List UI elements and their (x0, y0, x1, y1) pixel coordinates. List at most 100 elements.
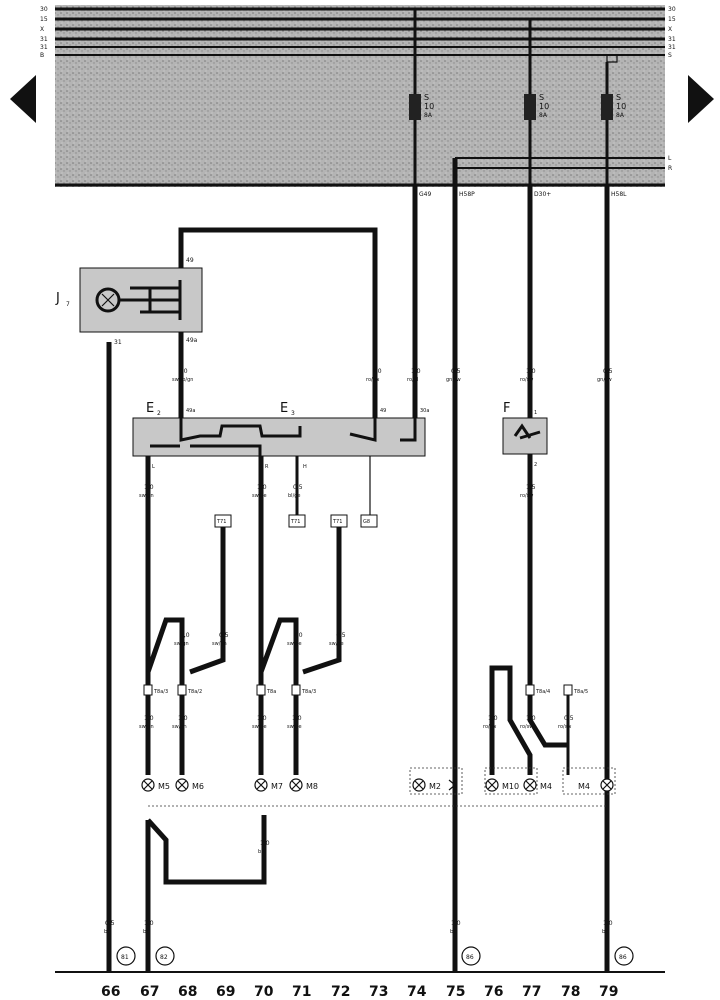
ref-box: G8 (360, 514, 378, 528)
wire-size: 1,0 (257, 484, 267, 491)
svg-text:T8a/3: T8a/3 (301, 689, 316, 695)
bus-lines (55, 7, 665, 187)
wire-size: 1,0 (526, 715, 536, 722)
lamp-housing-dashed (484, 767, 538, 795)
track-number: 76 (484, 984, 503, 1000)
ref-box: T71 (214, 514, 232, 528)
wire-size: 1,0 (257, 715, 267, 722)
wire-color: sw/gn (172, 724, 187, 730)
bus-label: 15 (668, 16, 676, 23)
wire-color: sw/ge (287, 724, 302, 730)
bus-label: X (668, 26, 672, 33)
fuse-label: 10 (616, 102, 626, 111)
previous-page-arrow-icon[interactable] (10, 75, 36, 123)
fuse-label: S (616, 93, 621, 102)
wire-size: 1,0 (144, 920, 154, 927)
connector: T8a (256, 684, 276, 696)
wire-size: 1,0 (451, 920, 461, 927)
ground-point-81: 81 (116, 946, 136, 966)
track-number: 72 (331, 984, 350, 1000)
wire-size: 1,5 (526, 484, 536, 491)
fuse-label: S (424, 93, 429, 102)
fuse-74: S 10 8A (409, 9, 434, 185)
terminal-label: 30a (420, 408, 429, 414)
ground-icon (116, 946, 136, 966)
lamp-m2: M2 (412, 778, 441, 792)
wire-color: sw/gn (174, 641, 189, 647)
track-number: 68 (178, 984, 197, 1000)
svg-text:M4: M4 (540, 782, 552, 791)
wire-size: 1,0 (372, 368, 382, 375)
wire-size: 0,5 (336, 632, 346, 639)
svg-text:82: 82 (160, 954, 168, 961)
ref-box: T71 (288, 514, 306, 528)
wire-size: 1,0 (293, 632, 303, 639)
wire-color: sw/gn (139, 724, 154, 730)
terminal-label: 49 (380, 408, 386, 414)
svg-text:G8: G8 (363, 519, 370, 525)
bus-label: 30 (668, 6, 676, 13)
track-number: 66 (101, 984, 120, 1000)
bus-label: R (668, 165, 672, 172)
wire-color: sw/gn (139, 493, 154, 499)
footer-track-numbers: 66 67 68 69 70 71 72 73 74 75 76 77 78 7… (101, 984, 618, 1000)
svg-text:M6: M6 (192, 782, 204, 791)
track-number: 69 (216, 984, 235, 1000)
track-number: 71 (292, 984, 311, 1000)
terminal-label: 49a (186, 337, 198, 344)
svg-text:81: 81 (121, 954, 129, 961)
fuse-label: 10 (424, 102, 434, 111)
fuse-label: 8A (616, 112, 625, 119)
svg-text:T8a/2: T8a/2 (187, 689, 202, 695)
wire-size: 1,0 (488, 715, 498, 722)
svg-text:T8a/4: T8a/4 (535, 689, 550, 695)
wire-color: sw/gn (212, 641, 227, 647)
wire-color: gn/sw (446, 377, 461, 383)
lamp-m6: M6 (175, 778, 204, 792)
svg-text:M7: M7 (271, 782, 283, 791)
connector: T8a/3 (143, 684, 168, 696)
wire-color: ro/sw (520, 493, 533, 499)
wire-color: ro/sw (558, 724, 571, 730)
track-number: 77 (522, 984, 541, 1000)
ground-point-82: 82 (155, 946, 175, 966)
ground-icon (614, 946, 634, 966)
svg-text:T71: T71 (290, 519, 300, 525)
wire-size: 1,0 (144, 715, 154, 722)
wire-color: sw/ge (329, 641, 344, 647)
terminal-label: H58P (459, 191, 475, 198)
component-sub: 7 (66, 301, 70, 308)
wire-size: 0,5 (564, 715, 574, 722)
component-label: F (503, 401, 510, 416)
wire-size: 1,0 (292, 715, 302, 722)
lamp-m5: M5 (141, 778, 170, 792)
connector: T8a/4 (525, 684, 550, 696)
track-number: 79 (599, 984, 618, 1000)
wire-color: ro/bl (407, 377, 418, 383)
terminal-label: 49 (186, 257, 194, 264)
fuse-77: S 10 8A (524, 19, 549, 185)
svg-text:M4: M4 (578, 782, 590, 791)
wire-size: 1,0 (178, 715, 188, 722)
terminal-label: D30+ (534, 191, 551, 198)
bus-label: 31 (40, 44, 48, 51)
wire-size: 1,0 (603, 920, 613, 927)
svg-text:M2: M2 (429, 782, 441, 791)
bus-labels-right: 30 15 X 31 31 S L R (668, 6, 676, 172)
switch-bar-e2-e3: E 2 E 3 49a 49 30a L R H (132, 401, 429, 470)
bus-label: 31 (668, 36, 676, 43)
bus-label: L (668, 155, 672, 162)
wire-color: ro/sw (520, 377, 533, 383)
svg-text:86: 86 (466, 954, 474, 961)
wire-72 (302, 527, 342, 675)
track-number: 74 (407, 984, 427, 1000)
terminal-label: 1 (534, 410, 537, 416)
svg-text:T8a/5: T8a/5 (573, 689, 588, 695)
next-page-arrow-icon[interactable] (688, 75, 714, 123)
track-number: 73 (369, 984, 388, 1000)
wire-69 (189, 527, 226, 675)
wire-color: bl/ge (288, 493, 301, 499)
bus-label: X (40, 26, 44, 33)
wire-color: br (143, 929, 149, 935)
